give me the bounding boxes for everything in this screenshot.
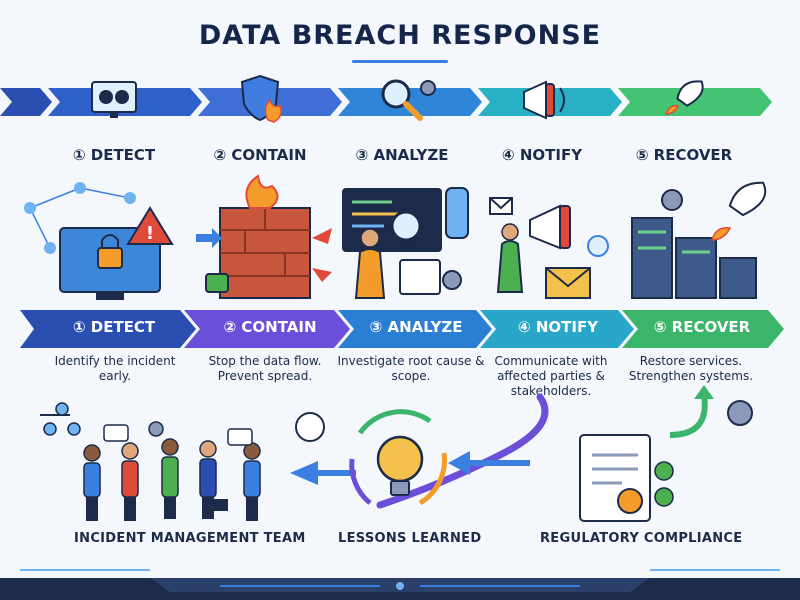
step-illustrations: ! (24, 174, 767, 300)
lightbulb-cycle-illustration (349, 409, 447, 506)
top-step-label-detect: ① DETECT (72, 146, 156, 164)
seal-icon (617, 488, 643, 514)
title-underline (352, 60, 448, 63)
notification-illustration (489, 197, 609, 299)
code-analysis-illustration (342, 187, 469, 299)
flow-path (376, 393, 549, 509)
globe-icon (295, 412, 325, 442)
svg-text:!: ! (146, 223, 154, 244)
middle-step-ribbon (20, 310, 784, 348)
footer-circuit-decoration (0, 569, 800, 600)
compliance-illustration (579, 385, 753, 522)
speech-bubble-icon (103, 424, 129, 442)
top-step-label-recover: ⑤ RECOVER (635, 146, 733, 164)
left-arrow (290, 461, 318, 485)
top-step-ribbon (0, 74, 772, 123)
ribbon-label-notify: ④ NOTIFY (517, 318, 599, 336)
server-recovery-illustration (631, 181, 767, 299)
gear-icon (727, 400, 753, 426)
rocket-icon (664, 80, 704, 115)
binoculars-monitor-icon (91, 81, 137, 118)
label-regulatory-compliance: REGULATORY COMPLIANCE (540, 531, 743, 546)
locked-monitor-illustration: ! (24, 182, 174, 300)
ribbon-label-recover: ⑤ RECOVER (653, 318, 751, 336)
top-step-label-notify: ④ NOTIFY (501, 146, 583, 164)
team-illustration (40, 402, 261, 521)
top-step-label-analyze: ③ ANALYZE (355, 146, 449, 164)
label-lessons-learned: LESSONS LEARNED (338, 531, 482, 546)
check-icon (654, 461, 674, 481)
ribbon-label-analyze: ③ ANALYZE (369, 318, 463, 336)
description-contain: Stop the data flow. Prevent spread. (208, 354, 322, 383)
firewall-illustration (196, 174, 332, 299)
gear-icon (148, 421, 164, 437)
description-recover: Restore services. Strengthen systems. (628, 354, 754, 383)
description-detect: Identify the incident early. (54, 354, 176, 383)
magnifier-gear-icon (381, 79, 436, 121)
description-analyze: Investigate root cause & scope. (337, 354, 485, 383)
shield-fire-icon (240, 74, 282, 123)
description-notify: Communicate with affected parties & stak… (494, 354, 608, 398)
bottom-illustrations (40, 385, 753, 522)
page-title: DATA BREACH RESPONSE (198, 20, 602, 51)
top-step-label-contain: ② CONTAIN (213, 146, 307, 164)
ribbon-label-detect: ① DETECT (72, 318, 156, 336)
label-incident-team: INCIDENT MANAGEMENT TEAM (74, 531, 306, 546)
megaphone-icon (523, 80, 565, 120)
ribbon-label-contain: ② CONTAIN (223, 318, 317, 336)
lightbulb-icon (376, 435, 424, 483)
